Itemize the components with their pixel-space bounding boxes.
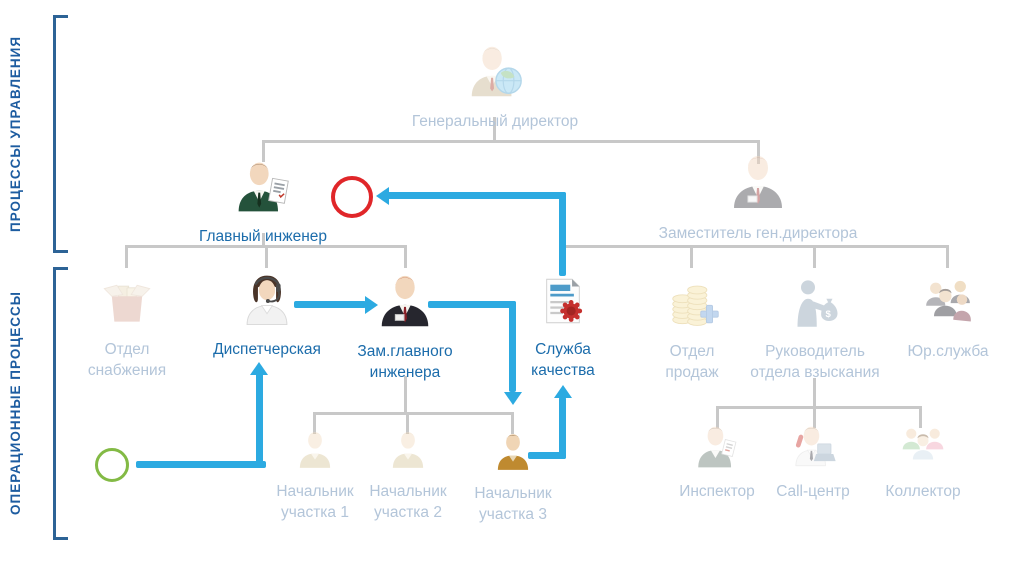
node-supply-department[interactable]: Отдел снабжения	[62, 276, 192, 381]
flow-segment-start-horizontal	[136, 461, 266, 468]
node-label: Начальник	[276, 483, 354, 500]
node-legal-service[interactable]: Юр.служба	[883, 276, 1013, 362]
connector-collection-horizontal	[716, 406, 922, 409]
flow-arrowhead-into-section3	[504, 392, 522, 405]
node-inspector[interactable]: Инспектор	[662, 422, 772, 502]
flow-segment-quality-up	[559, 192, 566, 276]
flow-segment-up-to-quality	[559, 397, 566, 459]
management-band-bracket	[53, 15, 68, 253]
flow-segment-depchief-right	[428, 301, 516, 308]
node-label: отдела взыскания	[750, 364, 880, 381]
flow-segment-dispatcher-to-depchief	[294, 301, 366, 308]
node-label: Call-центр	[776, 483, 850, 500]
node-deputy-chief-engineer[interactable]: Зам.главного инженера	[330, 270, 480, 383]
node-deputy-director[interactable]: Заместитель ген.директора	[628, 150, 888, 244]
sales-coins-icon	[664, 276, 720, 337]
node-label: Юр.служба	[907, 343, 989, 360]
chief-engineer-icon	[233, 157, 293, 222]
node-label: Инспектор	[679, 483, 755, 500]
operations-band-bracket	[53, 267, 68, 540]
connector-sales-drop	[690, 245, 693, 268]
management-band-label: ПРОЦЕССЫ УПРАВЛЕНИЯ	[8, 35, 23, 233]
section-chief-3-icon	[491, 430, 535, 479]
connector-section3-drop	[511, 412, 514, 434]
connector-depchief-drop	[404, 245, 407, 268]
node-section-chief-2[interactable]: Начальник участка 2	[353, 428, 463, 523]
node-general-director[interactable]: Генеральный директор	[385, 40, 605, 132]
connector-callcenter-drop	[813, 406, 816, 428]
node-collection-department-head[interactable]: $ Руководитель отдела взыскания	[713, 276, 917, 383]
general-director-icon	[464, 40, 526, 107]
connector-sections-horizontal	[313, 412, 514, 415]
inspector-icon	[692, 422, 742, 477]
node-call-center[interactable]: Call-центр	[758, 422, 868, 502]
section-chief-1-icon	[293, 428, 337, 477]
node-label: Коллектор	[885, 483, 961, 500]
flow-segment-top-horizontal	[387, 192, 566, 199]
section-chief-2-icon	[386, 428, 430, 477]
node-label: участка 1	[281, 504, 349, 521]
node-label: участка 2	[374, 504, 442, 521]
flow-arrowhead-into-end-marker	[376, 187, 389, 205]
node-label: снабжения	[87, 362, 167, 379]
flow-arrowhead-into-quality	[554, 385, 572, 398]
node-quality-service[interactable]: Служба качества	[508, 272, 618, 381]
legal-team-icon	[920, 276, 976, 337]
connector-supply-drop	[125, 245, 128, 268]
flow-end-circle	[331, 176, 373, 218]
svg-text:$: $	[825, 309, 831, 320]
flow-segment-section3-right	[528, 452, 566, 459]
quality-certificate-icon	[534, 272, 592, 335]
flow-arrowhead-into-dispatcher	[250, 362, 268, 375]
node-label: Заместитель ген.директора	[658, 225, 858, 242]
node-collector[interactable]: Коллектор	[868, 422, 978, 502]
connector-dispatcher-drop	[265, 245, 268, 268]
flow-arrowhead-into-depchief	[365, 296, 378, 314]
node-label: Служба	[535, 341, 591, 358]
node-label: Начальник	[474, 485, 552, 502]
operations-band-label: ОПЕРАЦИОННЫЕ ПРОЦЕССЫ	[8, 291, 23, 516]
node-sales-department[interactable]: Отдел продаж	[637, 276, 747, 383]
connector-deputy-drop	[757, 140, 760, 164]
flow-start-circle	[95, 448, 129, 482]
connector-collector-drop	[919, 406, 922, 428]
flow-segment-up-to-dispatcher	[256, 372, 263, 468]
call-center-icon	[788, 422, 838, 477]
node-section-chief-3[interactable]: Начальник участка 3	[458, 430, 568, 525]
node-label: участка 3	[479, 506, 547, 523]
node-label: продаж	[665, 364, 719, 381]
node-label: Отдел	[104, 341, 150, 358]
supply-box-icon	[100, 276, 154, 335]
collector-team-icon	[898, 422, 948, 477]
collection-head-moneybag-icon: $	[787, 276, 843, 337]
node-label: Отдел	[669, 343, 715, 360]
node-dispatcher[interactable]: Диспетчерская	[187, 272, 347, 360]
node-label: Главный инженер	[198, 228, 328, 245]
deputy-chief-engineer-icon	[374, 270, 436, 337]
connector-chief-drop	[262, 140, 265, 162]
node-label: Зам.главного	[357, 343, 453, 360]
node-label: Генеральный директор	[411, 113, 579, 130]
connector-level1-horizontal	[262, 140, 760, 143]
connector-section1-drop	[313, 412, 316, 434]
dispatcher-headset-icon	[238, 272, 296, 335]
connector-collhead-stub	[813, 378, 816, 408]
connector-deputy-children-horizontal	[563, 245, 949, 248]
node-label: качества	[531, 362, 595, 379]
connector-collhead-drop	[813, 245, 816, 268]
connector-legal-drop	[946, 245, 949, 268]
connector-chief-stub	[262, 233, 265, 246]
node-label: инженера	[369, 364, 441, 381]
connector-gen-stub	[493, 117, 496, 141]
node-section-chief-1[interactable]: Начальник участка 1	[260, 428, 370, 523]
connector-inspector-drop	[716, 406, 719, 428]
node-label: Начальник	[369, 483, 447, 500]
connector-depchief-stub	[404, 376, 407, 413]
connector-section2-drop	[406, 412, 409, 434]
node-label: Диспетчерская	[213, 341, 321, 358]
flow-segment-down-to-section3	[509, 301, 516, 392]
node-chief-engineer[interactable]: Главный инженер	[163, 157, 363, 247]
node-label: Руководитель	[765, 343, 865, 360]
deputy-director-icon	[726, 150, 790, 219]
